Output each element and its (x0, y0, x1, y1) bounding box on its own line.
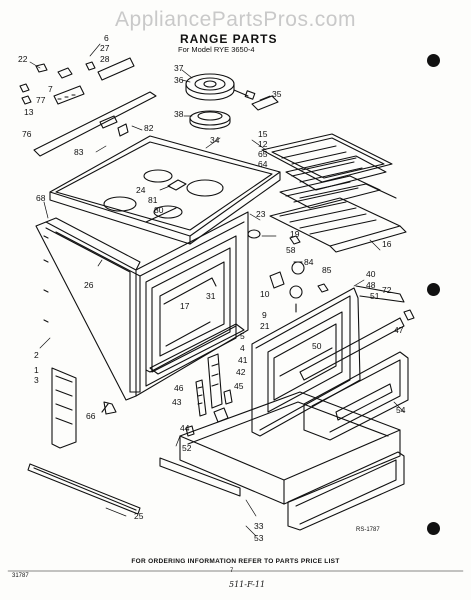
callout-27: 27 (100, 43, 110, 53)
callout-22: 22 (18, 54, 28, 64)
callout-6: 6 (104, 33, 109, 43)
callout-10: 10 (260, 289, 270, 299)
callout-48: 48 (366, 280, 376, 290)
callout-45: 45 (234, 381, 244, 391)
figure-code: RS-1787 (356, 527, 380, 533)
callout-9: 9 (262, 310, 267, 320)
callout-36: 36 (174, 75, 184, 85)
callout-1: 1 (34, 365, 39, 375)
callout-35: 35 (272, 89, 282, 99)
callout-24: 24 (136, 185, 146, 195)
callout-16: 16 (382, 239, 392, 249)
callout-47: 47 (394, 325, 404, 335)
callout-76: 76 (22, 129, 32, 139)
callout-31: 31 (206, 291, 216, 301)
binder-hole-top (427, 54, 440, 67)
model-subtitle: For Model RYE 3650-4 (178, 45, 255, 54)
callout-84: 84 (304, 257, 314, 267)
print-code: 31787 (12, 573, 29, 579)
callout-34: 34 (210, 135, 220, 145)
callout-52: 52 (182, 443, 192, 453)
callout-33: 33 (254, 521, 264, 531)
callout-43: 43 (172, 397, 182, 407)
callout-5: 5 (240, 331, 245, 341)
callout-83: 83 (74, 147, 84, 157)
callout-50: 50 (312, 341, 322, 351)
handwritten-note: 511-F-11 (229, 580, 266, 589)
site-watermark: AppliancePartsPros.com (115, 8, 356, 31)
surface-element-assembly (185, 73, 279, 130)
callout-64: 64 (258, 159, 268, 169)
callout-26: 26 (84, 280, 94, 290)
page-number: 7 (230, 568, 234, 574)
callout-82: 82 (144, 123, 154, 133)
callout-23: 23 (256, 209, 266, 219)
callout-38: 38 (174, 109, 184, 119)
oven-racks (261, 133, 407, 253)
vent-trim-strips (33, 91, 157, 157)
binder-hole-bottom (427, 522, 440, 535)
callout-40: 40 (366, 269, 376, 279)
callout-21: 21 (260, 321, 270, 331)
storage-drawer (159, 391, 405, 531)
callout-28: 28 (100, 54, 110, 64)
callout-68: 68 (36, 193, 46, 203)
callout-58: 58 (286, 245, 296, 255)
callout-44: 44 (180, 423, 190, 433)
door-hinge-parts (145, 325, 237, 423)
callout-77: 77 (36, 95, 46, 105)
callout-65: 65 (258, 149, 268, 159)
callout-72: 72 (382, 285, 392, 295)
callout-37: 37 (174, 63, 184, 73)
callout-15: 15 (258, 129, 268, 139)
cooktop-panel (49, 135, 281, 245)
callout-53: 53 (254, 533, 264, 543)
kick-strip (27, 463, 141, 515)
callout-41: 41 (238, 355, 248, 365)
diagram-title: RANGE PARTS (180, 32, 278, 46)
terminal-block-parts (19, 57, 135, 105)
callout-85: 85 (322, 265, 332, 275)
callout-3: 3 (34, 375, 39, 385)
oven-body-cabinet (35, 211, 249, 401)
callout-13: 13 (24, 107, 34, 117)
ordering-note: FOR ORDERING INFORMATION REFER TO PARTS … (131, 558, 340, 565)
callout-46: 46 (174, 383, 184, 393)
callout-4: 4 (240, 343, 245, 353)
callout-54: 54 (396, 405, 406, 415)
callout-2: 2 (34, 350, 39, 360)
callout-42: 42 (236, 367, 246, 377)
binder-hole-middle (427, 283, 440, 296)
side-panel-and-bracket (51, 367, 117, 449)
callout-81: 81 (148, 195, 158, 205)
callout-66: 66 (86, 411, 96, 421)
control-knobs-and-lamp (247, 229, 329, 313)
callout-19: 19 (290, 229, 300, 239)
callout-51: 51 (370, 291, 380, 301)
callout-7: 7 (48, 84, 53, 94)
callout-17: 17 (180, 301, 190, 311)
callout-80: 80 (154, 205, 164, 215)
callout-leader-lines (29, 43, 405, 537)
callout-25: 25 (134, 511, 144, 521)
callout-12: 12 (258, 139, 268, 149)
oven-door-assembly (251, 285, 415, 441)
